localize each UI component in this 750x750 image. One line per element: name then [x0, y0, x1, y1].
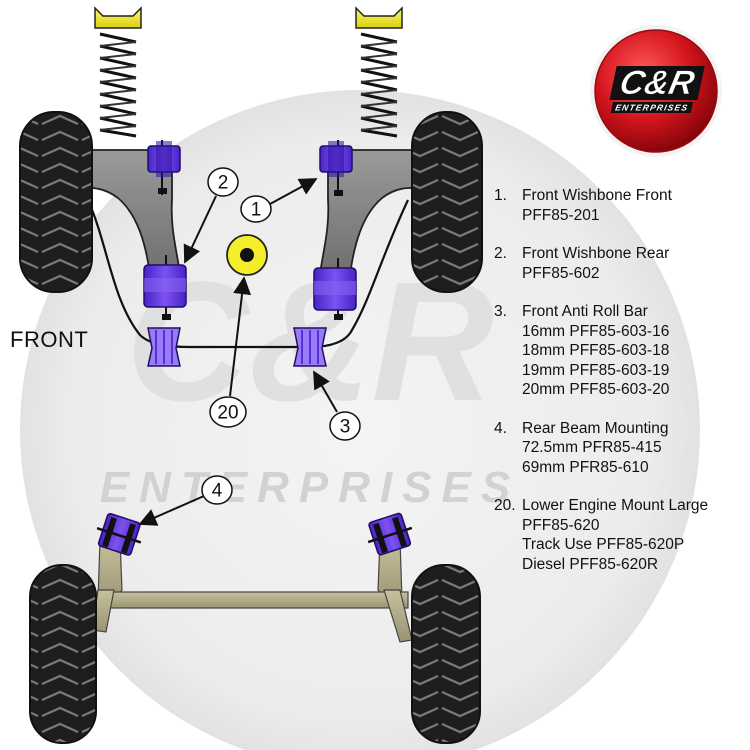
- legend-item: 3. Front Anti Roll Bar 16mm PFF85-603-16 18…: [494, 302, 744, 400]
- rear-beam: [95, 591, 409, 609]
- legend-item-part: 69mm PFR85-610: [522, 458, 649, 476]
- wishbone-arm-left: [79, 149, 181, 276]
- legend-item-part: 72.5mm PFR85-415: [522, 439, 662, 456]
- legend-item-number: 20.: [494, 497, 516, 514]
- bush-wishbone-front-right: [319, 141, 353, 177]
- callout-3: 3: [313, 370, 361, 441]
- logo-subtext-panel: [610, 102, 694, 113]
- watermark-subtext: ENTERPRISES: [100, 463, 521, 512]
- rear-wheel-left: [29, 564, 97, 744]
- legend-item-title: Front Wishbone Rear: [522, 245, 670, 262]
- spring-top-mount-left: [94, 6, 142, 29]
- legend-item-part: Track Use PFF85-620P: [522, 536, 685, 553]
- callout-1-label: 1: [251, 200, 262, 221]
- legend-item: 4. Rear Beam Mounting 72.5mm PFR85-415 69mm…: [494, 419, 744, 478]
- rear-wheel-right: [411, 564, 481, 744]
- callout-20-label: 20: [217, 403, 238, 424]
- legend-item-number: 1.: [494, 187, 507, 204]
- legend-item-part: Diesel PFF85-620R: [522, 555, 659, 573]
- logo-subtext: ENTERPRISES: [614, 103, 689, 113]
- legend-item-title: Lower Engine Mount Large: [522, 497, 709, 514]
- callout-20: 20: [209, 276, 252, 428]
- callout-4-label: 4: [212, 481, 223, 502]
- anti-roll-bar: [86, 199, 409, 349]
- spring-coil-right: [360, 32, 398, 138]
- front-wheel-right: [411, 111, 483, 293]
- callout-1: 1: [240, 178, 318, 223]
- bush-rear-beam-right: [367, 512, 413, 556]
- legend-item-part: 18mm PFF85-603-18: [522, 342, 670, 359]
- legend-item-number: 3.: [494, 303, 507, 320]
- wishbone-arm-right: [319, 149, 421, 276]
- legend-item-number: 4.: [494, 419, 507, 437]
- legend-item-number: 2.: [494, 245, 507, 262]
- legend-item-title: Front Anti Roll Bar: [522, 303, 648, 320]
- legend-item-title: Front Wishbone Front: [522, 187, 672, 204]
- callout-3-label: 3: [340, 417, 351, 438]
- logo-text: C&R: [616, 64, 698, 102]
- front-label: FRONT: [10, 327, 89, 352]
- bush-wishbone-rear-left: [143, 264, 187, 308]
- legend-item-part: PFF85-201: [522, 206, 600, 224]
- callout-2-label: 2: [218, 173, 229, 194]
- legend-item-part: 16mm PFF85-603-16: [522, 322, 670, 340]
- spring-top-mount-right: [355, 6, 403, 29]
- logo-text-panel: [609, 66, 705, 100]
- bush-rear-beam-left: [96, 512, 142, 556]
- bolt-ends: [158, 188, 343, 320]
- spring-right: [355, 6, 403, 138]
- bush-anti-roll-bar-right: [293, 327, 327, 367]
- brand-logo: C&R ENTERPRISES: [590, 25, 722, 157]
- spring-coil-left: [99, 32, 137, 138]
- legend-item-title: Rear Beam Mounting: [522, 419, 669, 437]
- callout-2: 2: [183, 167, 239, 264]
- legend-item-part: PFF85-602: [522, 264, 600, 282]
- front-wheel-left: [19, 111, 93, 293]
- bush-wishbone-front-left: [147, 141, 181, 177]
- legend-item-part: 20mm PFF85-603-20: [522, 381, 670, 398]
- bush-wishbone-rear-right: [313, 267, 357, 311]
- legend-item-part: 19mm PFF85-603-19: [522, 361, 670, 379]
- callout-4: 4: [138, 475, 233, 526]
- legend-item-part: PFF85-620: [522, 516, 600, 534]
- bush-anti-roll-bar-left: [147, 327, 181, 367]
- spring-left: [94, 6, 142, 138]
- engine-mount: [226, 234, 268, 276]
